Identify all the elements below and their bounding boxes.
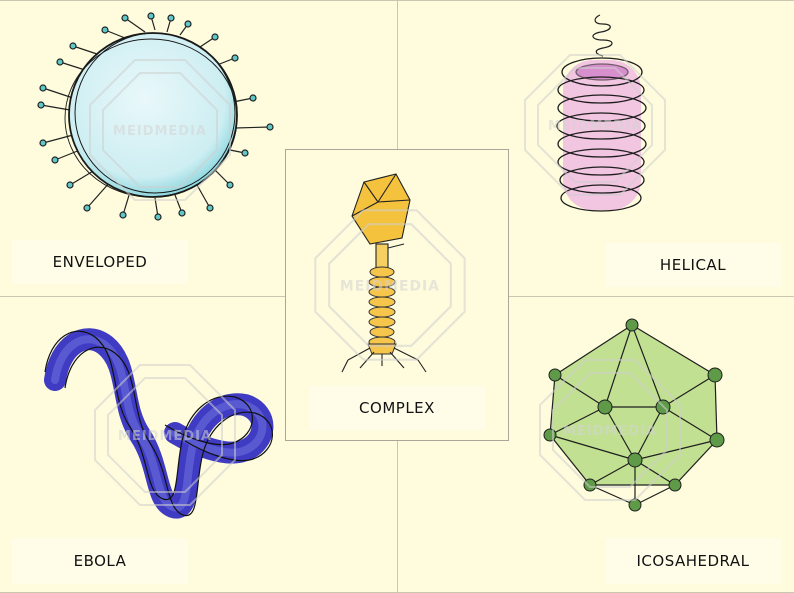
icosahedral-virus-drawing bbox=[543, 318, 725, 512]
watermark-text: MEIDMEDIA bbox=[563, 424, 657, 439]
enveloped-virus-drawing bbox=[37, 12, 274, 221]
complex-label: COMPLEX bbox=[309, 386, 485, 430]
ebola-virus-drawing bbox=[44, 328, 274, 519]
watermark-text: MEIDMEDIA bbox=[118, 429, 212, 444]
icosahedral-label: ICOSAHEDRAL bbox=[605, 538, 781, 584]
watermark-top-left: MEIDMEDIA bbox=[89, 59, 231, 201]
enveloped-label: ENVELOPED bbox=[12, 240, 188, 284]
watermark-bottom-left: MEIDMEDIA bbox=[94, 364, 236, 506]
top-border bbox=[0, 0, 794, 1]
watermark-text: MEIDMEDIA bbox=[548, 119, 642, 134]
watermark-text: MEIDMEDIA bbox=[340, 278, 440, 294]
watermark-center: MEIDMEDIA bbox=[314, 209, 466, 361]
complex-card: COMPLEX bbox=[285, 149, 509, 441]
watermark-top-right: MEIDMEDIA bbox=[524, 54, 666, 196]
watermark-bottom-right: MEIDMEDIA bbox=[539, 359, 681, 501]
watermark-text: MEIDMEDIA bbox=[113, 124, 207, 139]
helical-label: HELICAL bbox=[605, 243, 781, 287]
ebola-label: EBOLA bbox=[12, 538, 188, 584]
